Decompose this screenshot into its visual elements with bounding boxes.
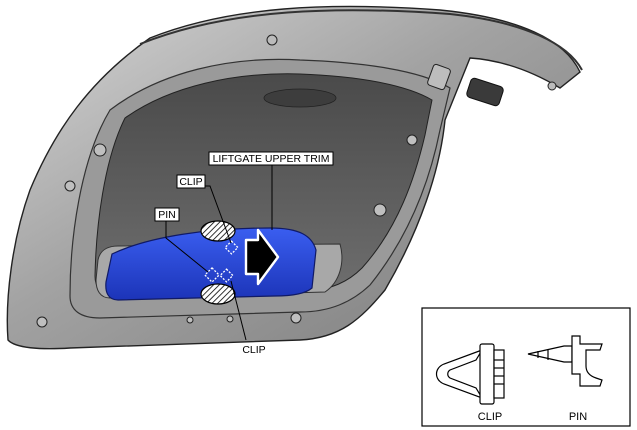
callout-clip-bottom: CLIP — [242, 344, 265, 356]
svg-text:PIN: PIN — [158, 209, 176, 221]
legend-clip-label: CLIP — [478, 411, 502, 423]
clip-icon — [435, 343, 505, 405]
callout-pin: PIN — [154, 207, 180, 222]
liftgate-hardware — [36, 34, 557, 328]
callout-liftgate-upper-trim: LIFTGATE UPPER TRIM — [208, 151, 334, 166]
clip-area-lower-hatch — [200, 283, 236, 305]
fastener-legend: CLIP PIN — [421, 307, 631, 427]
svg-text:CLIP: CLIP — [179, 176, 202, 188]
pin-icon — [527, 335, 603, 387]
legend-pin-label: PIN — [569, 411, 587, 423]
fastener-locators — [204, 240, 239, 283]
clip-area-upper-hatch — [200, 220, 236, 242]
svg-text:LIFTGATE UPPER TRIM: LIFTGATE UPPER TRIM — [213, 153, 330, 165]
callout-clip-top: CLIP — [176, 174, 206, 189]
removal-direction-arrow-icon — [244, 228, 280, 286]
